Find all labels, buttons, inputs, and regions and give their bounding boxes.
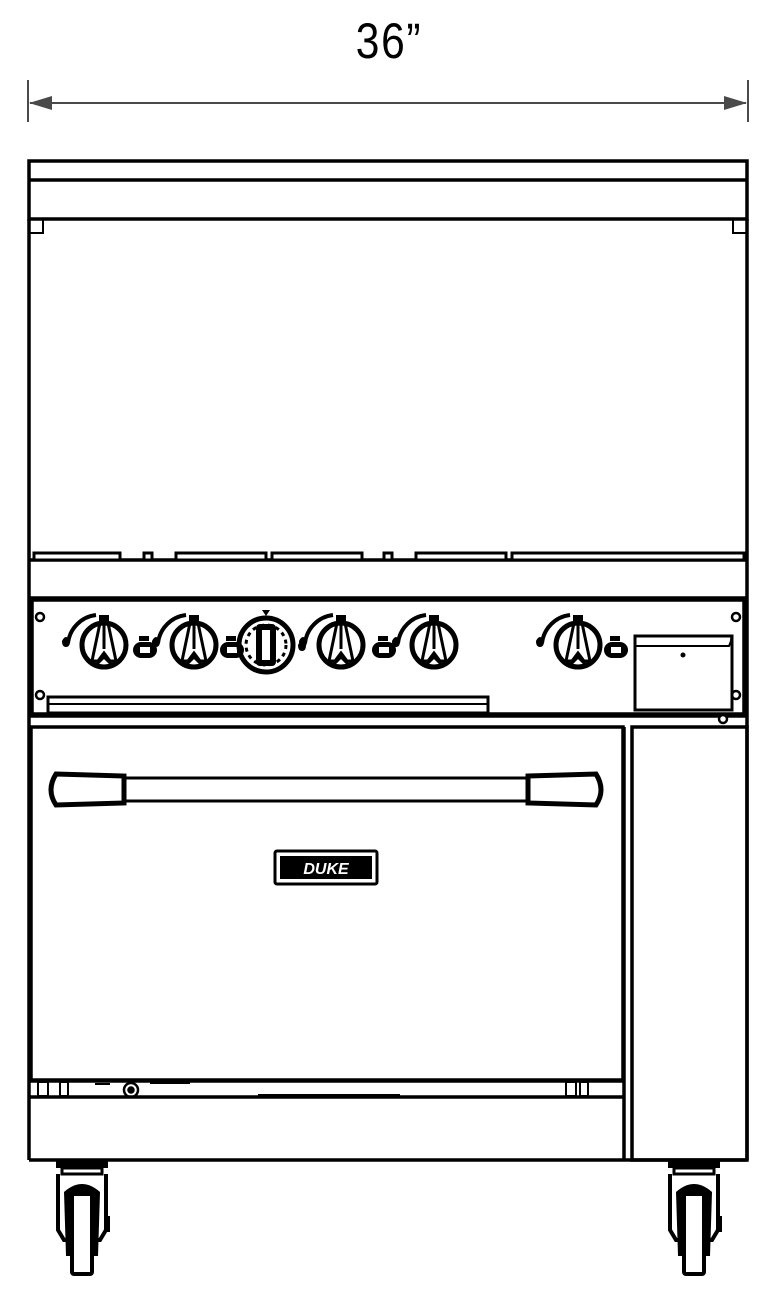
- burner-knob-5[interactable]: [536, 615, 600, 667]
- grate-feet: [32, 551, 746, 562]
- kick-plate: [29, 1079, 747, 1162]
- oven-door-handle[interactable]: [48, 771, 604, 808]
- control-panel: [30, 598, 746, 716]
- ignition-button-3[interactable]: [372, 636, 396, 658]
- burner-knob-3[interactable]: [299, 615, 363, 667]
- top-rail: [27, 159, 749, 234]
- brand-badge: DUKE: [273, 849, 379, 886]
- burner-knob-1[interactable]: [62, 615, 126, 667]
- ignition-button-4[interactable]: [604, 636, 628, 658]
- dimension-label-width: 36”: [355, 13, 423, 69]
- pilot-cover-box[interactable]: [633, 634, 734, 712]
- burner-knob-4[interactable]: [392, 615, 456, 667]
- arrowhead-right-icon: [724, 96, 747, 110]
- caster-right: [666, 1158, 724, 1276]
- arrowhead-left-icon: [29, 96, 52, 110]
- brand-badge-text: DUKE: [303, 861, 350, 878]
- side-cabinet-panel: [622, 725, 749, 1162]
- burner-knob-2[interactable]: [152, 615, 216, 667]
- oven-frame: [29, 713, 747, 725]
- caster-left: [54, 1158, 112, 1276]
- dimension-line: [27, 80, 749, 122]
- thermostat-dial[interactable]: [236, 610, 306, 675]
- cooktop-body: [27, 219, 749, 1160]
